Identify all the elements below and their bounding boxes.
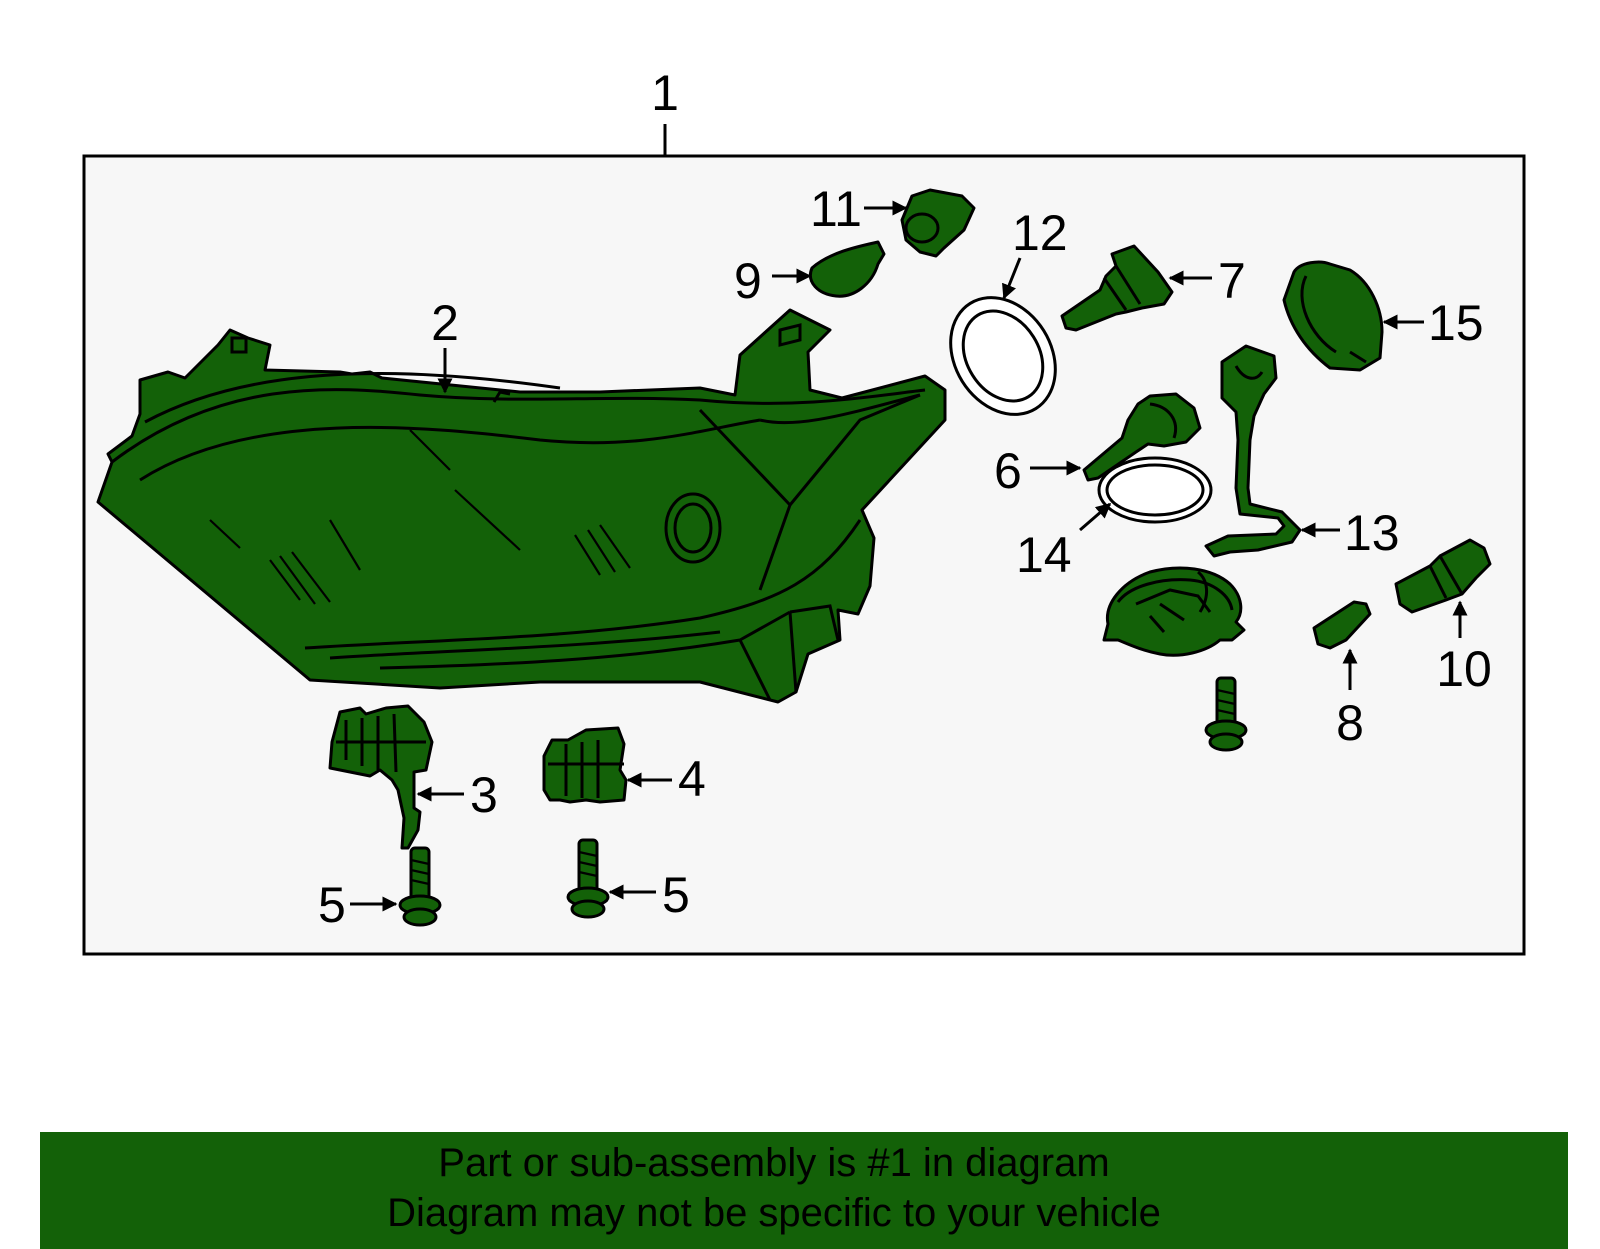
bracket-part-3[interactable] — [328, 704, 434, 850]
bulb-part-7[interactable] — [1060, 244, 1174, 332]
callout-2: 2 — [431, 295, 459, 351]
callout-6: 6 — [994, 443, 1022, 499]
callout-12: 12 — [1012, 205, 1068, 261]
bolt-part-13-screw[interactable] — [1204, 676, 1248, 752]
info-banner: Part or sub-assembly is #1 in diagram Di… — [40, 1132, 1568, 1249]
callout-4: 4 — [678, 751, 706, 807]
bracket-part-4[interactable] — [542, 726, 628, 804]
banner-line-2: Diagram may not be specific to your vehi… — [387, 1191, 1161, 1235]
holder-part-15[interactable] — [1282, 260, 1384, 372]
socket-part-11[interactable] — [900, 188, 976, 258]
callout-5a: 5 — [318, 877, 346, 933]
bulb-part-8[interactable] — [1312, 600, 1372, 650]
callout-13: 13 — [1344, 505, 1400, 561]
callout-8: 8 — [1336, 695, 1364, 751]
gasket-part-14[interactable] — [1097, 456, 1213, 524]
callout-3: 3 — [470, 767, 498, 823]
callout-7: 7 — [1218, 253, 1246, 309]
callout-15: 15 — [1428, 295, 1484, 351]
callout-10: 10 — [1436, 641, 1492, 697]
callout-9: 9 — [734, 253, 762, 309]
harness-part-13[interactable] — [1102, 344, 1302, 657]
banner-line-1: Part or sub-assembly is #1 in diagram — [438, 1141, 1110, 1185]
callout-leader-14 — [1079, 502, 1112, 532]
callout-leader-12 — [1002, 257, 1022, 300]
bolt-part-5b[interactable] — [566, 838, 610, 919]
socket-part-10[interactable] — [1394, 538, 1492, 614]
bolt-part-5a[interactable] — [398, 846, 442, 927]
callout-11: 11 — [810, 181, 862, 237]
bulb-part-9[interactable] — [809, 240, 886, 298]
callout-1: 1 — [651, 65, 679, 121]
headlamp-housing-part[interactable] — [96, 308, 947, 704]
seal-part-12[interactable] — [929, 278, 1076, 434]
callout-14: 14 — [1016, 527, 1072, 583]
callout-5b: 5 — [662, 867, 690, 923]
